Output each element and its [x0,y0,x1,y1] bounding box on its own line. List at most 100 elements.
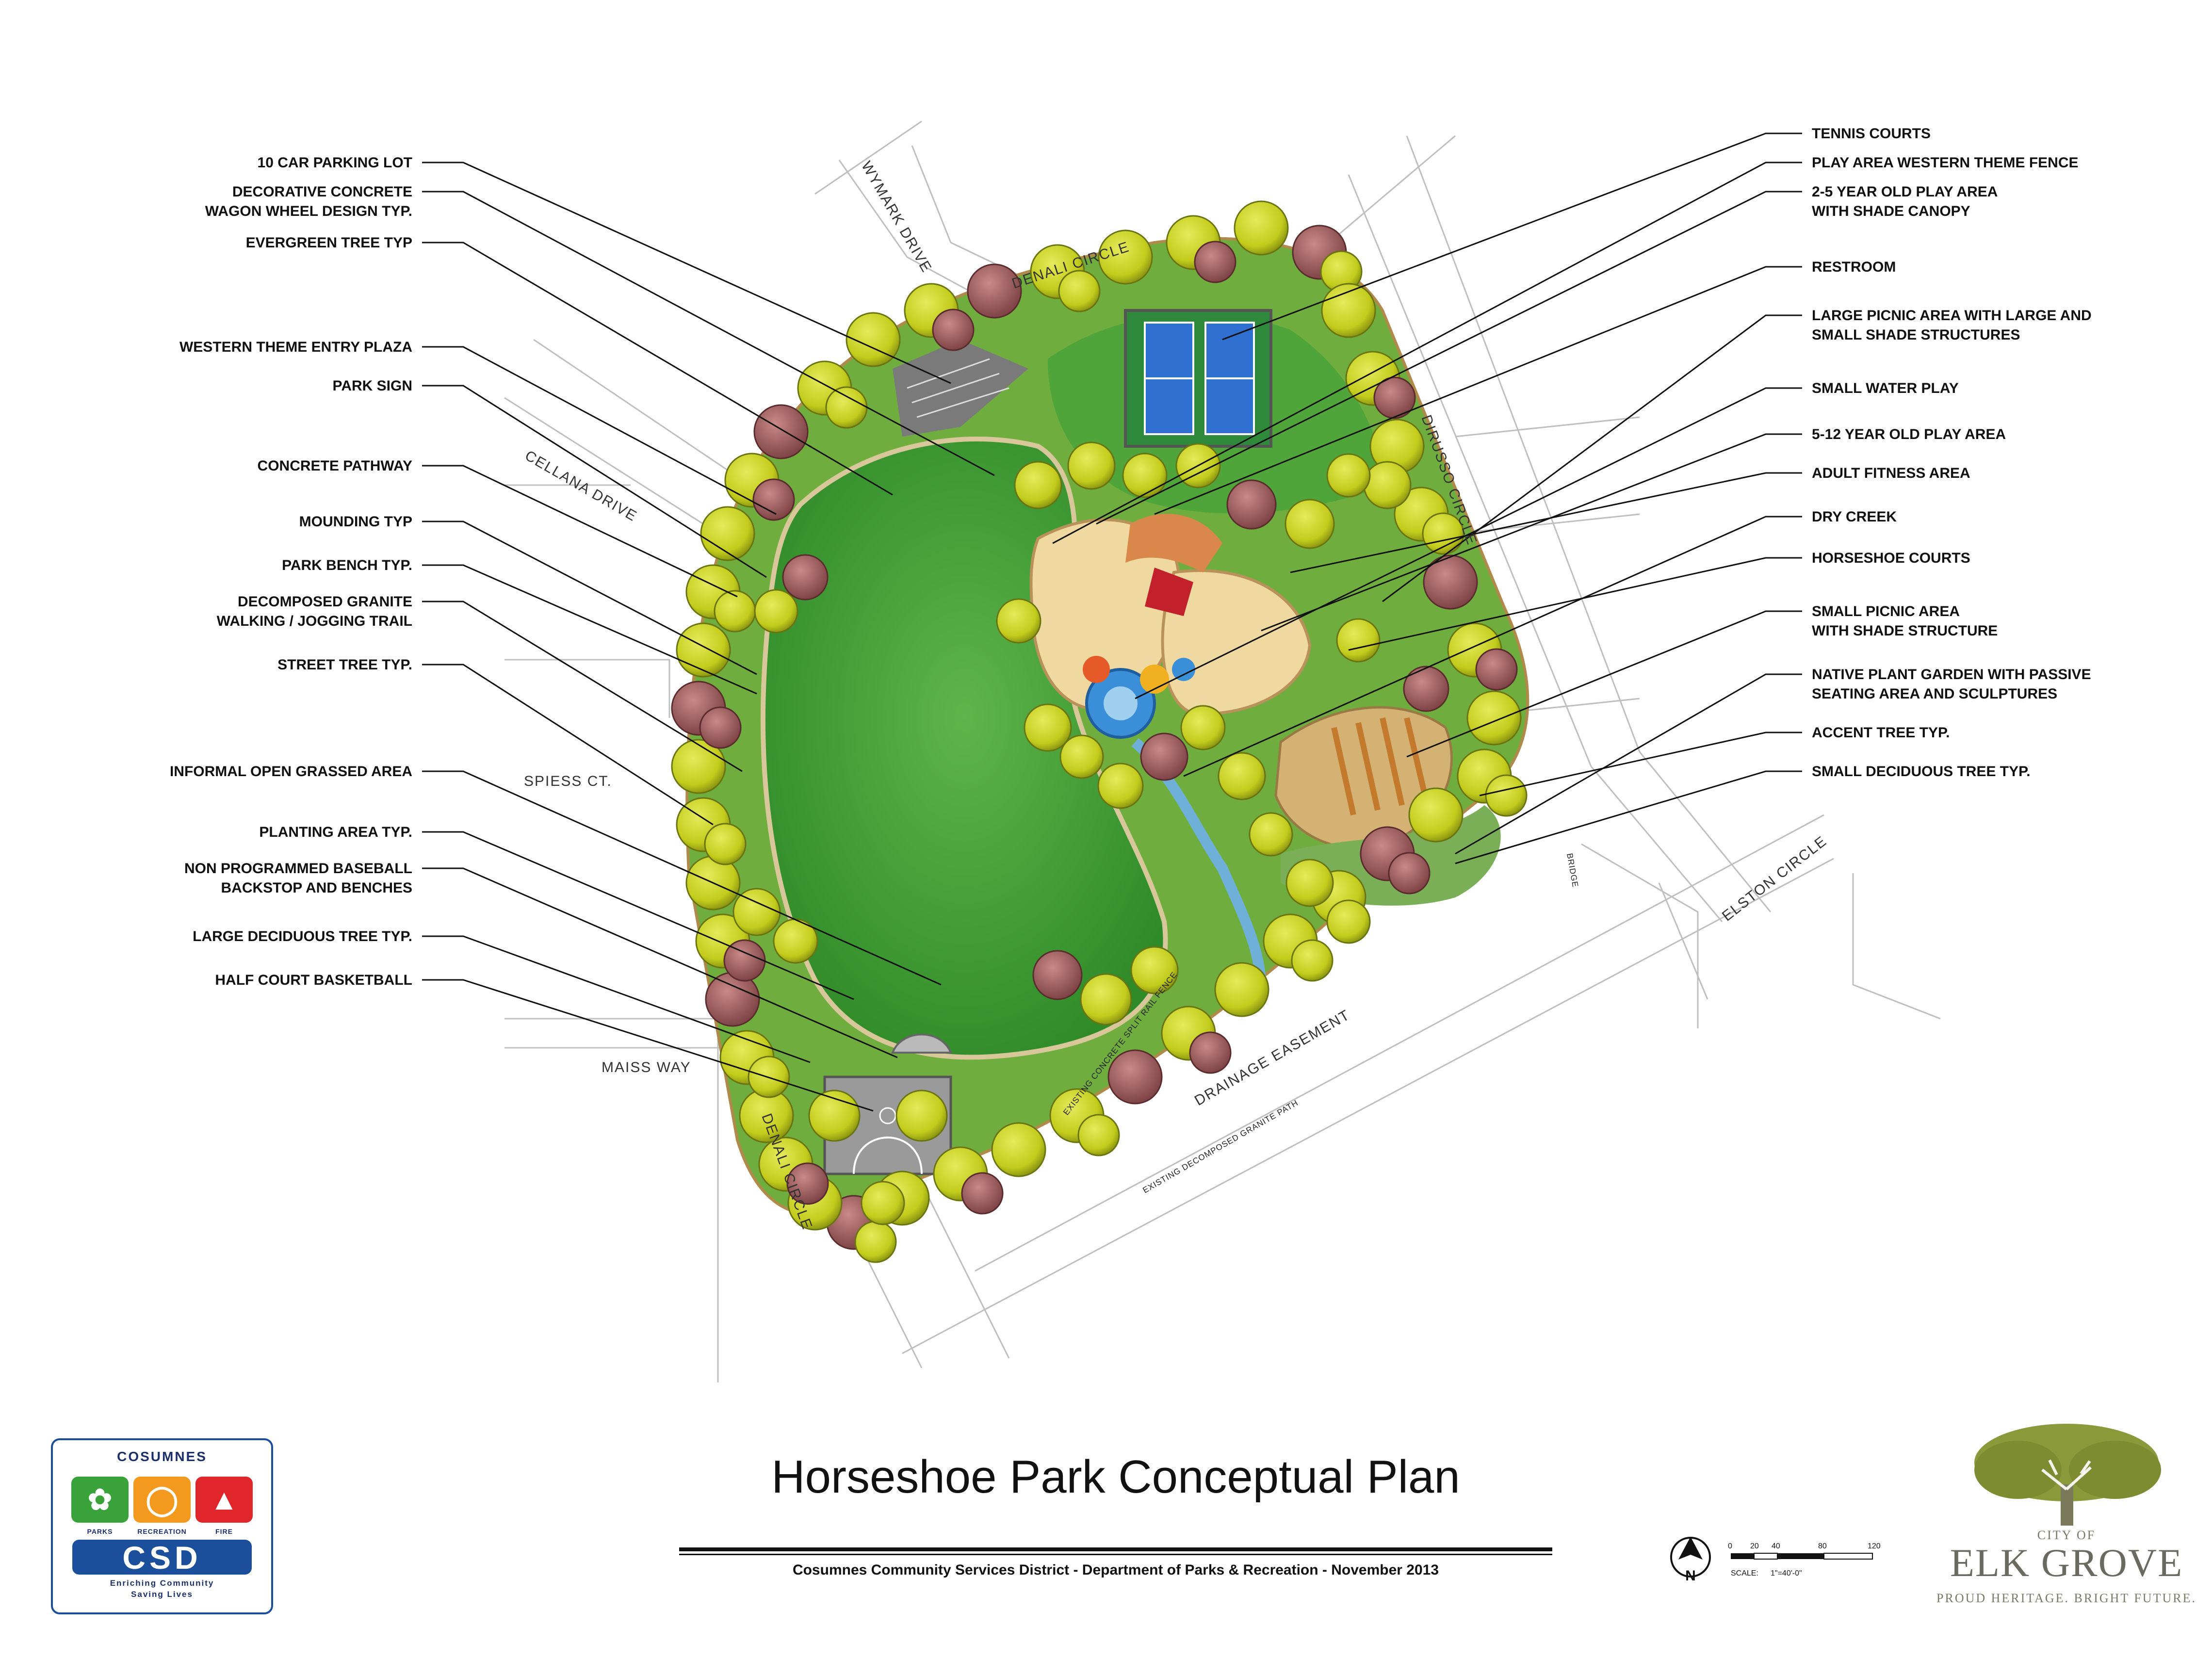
deciduous-tree [1326,453,1371,498]
scale-tick-20: 20 [1750,1542,1759,1550]
left-callout-6-line-0: MOUNDING TYP [299,514,412,530]
deciduous-tree [1336,618,1381,663]
right-callout-1-line-0: PLAY AREA WESTERN THEME FENCE [1812,155,2079,171]
elk-grove-name: ELK GROVE [1950,1541,2183,1585]
accent-tree [1373,376,1416,419]
deciduous-tree [1214,962,1269,1017]
left-callout-5-line-0: CONCRETE PATHWAY [258,458,412,474]
deciduous-tree [732,888,781,936]
left-callout-1-line-1: WAGON WHEEL DESIGN TYP. [205,203,412,219]
left-callout-9-line-0: STREET TREE TYP. [277,657,412,673]
deciduous-tree [1363,461,1412,509]
left-leader-line-9 [422,664,714,826]
right-leader-line-6 [1261,433,1802,632]
right-leader-line-5 [1135,387,1802,699]
right-leader-line-7 [1290,472,1802,573]
deciduous-tree [1097,763,1144,809]
left-callout-7-line-0: PARK BENCH TYP. [282,557,412,573]
csd-tagline-2: Saving Lives [131,1590,193,1599]
accent-tree [1140,732,1188,781]
left-leader-line-6 [422,520,757,675]
accent-tree [1403,666,1449,712]
street-maiss-way: MAISS WAY [602,1059,691,1075]
baseball-backstop [891,1033,952,1054]
csd-caption-recreation: RECREATION [137,1528,187,1535]
right-leader-line-11 [1455,673,1802,855]
deciduous-tree [1067,441,1116,490]
deciduous-tree [1234,200,1289,256]
left-leader-line-12 [422,867,898,1058]
scale-tick-0: 0 [1728,1542,1732,1550]
right-callout-10-line-1: WITH SHADE STRUCTURE [1812,623,1998,639]
left-leader-line-7 [422,564,757,695]
right-leader-line-3 [1154,266,1802,515]
elk-grove-city: CITY OF [2037,1528,2096,1542]
csd-logo: COSUMNES ✿ ◯ ▲ PARKS RECREATION FIRE CSD… [51,1438,273,1614]
deciduous-tree [700,506,755,561]
street-wymark-drive: WYMARK DRIVE [858,159,935,276]
accent-tree [753,404,809,459]
deciduous-tree [991,1122,1046,1177]
deciduous-tree [714,590,756,633]
left-leader-line-8 [422,601,743,772]
csd-tagline-1: Enriching Community [110,1578,214,1588]
right-leader-line-1 [1052,162,1802,544]
left-callout-8-line-1: WALKING / JOGGING TRAIL [217,613,412,629]
deciduous-tree [861,1181,905,1225]
left-callout-14-line-0: HALF COURT BASKETBALL [215,972,412,988]
right-callout-5-line-0: SMALL WATER PLAY [1812,380,1959,396]
accent-tree [1423,554,1478,610]
accent-tree [932,309,975,351]
accent-tree [1226,479,1277,530]
right-leader-line-13 [1455,770,1802,864]
right-callout-4-line-1: SMALL SHADE STRUCTURES [1812,327,2020,343]
right-callout-6-line-0: 5-12 YEAR OLD PLAY AREA [1812,426,2006,442]
csd-caption-parks: PARKS [87,1528,113,1535]
left-callout-3-line-0: WESTERN THEME ENTRY PLAZA [179,339,412,355]
page-title: Horseshoe Park Conceptual Plan [771,1451,1460,1503]
deciduous-tree [996,598,1041,644]
deciduous-tree [854,1220,897,1263]
left-leader-line-11 [422,831,854,1000]
csd-brand: COSUMNES [117,1449,207,1464]
left-leader-line-14 [422,979,874,1112]
right-callout-4-line-0: LARGE PICNIC AREA WITH LARGE AND [1812,308,2092,324]
fire-icon: ▲ [195,1477,253,1523]
deciduous-tree [1485,774,1528,817]
play-areas [1029,514,1312,739]
left-callout-4-line-0: PARK SIGN [333,378,412,394]
left-leader-line-13 [422,935,811,1063]
accent-tree [786,1162,829,1205]
accent-tree [705,972,760,1027]
left-callout-11-line-0: PLANTING AREA TYP. [259,824,412,840]
tennis-courts [1124,309,1272,448]
recreation-icon: ◯ [133,1477,191,1523]
left-leader-line-3 [422,346,777,515]
left-leader-line-10 [422,770,942,986]
right-leader-line-8 [1183,516,1802,777]
page-subtitle: Cosumnes Community Services District - D… [792,1562,1439,1578]
left-callout-12-line-0: NON PROGRAMMED BASEBALL [184,861,412,877]
deciduous-tree [1285,859,1334,907]
right-leader-line-10 [1406,610,1802,758]
right-callout-2-line-1: WITH SHADE CANOPY [1812,203,1970,219]
deciduous-tree [1080,973,1132,1025]
left-callout-0-line-0: 10 CAR PARKING LOT [258,155,412,171]
right-leader-line-2 [1096,191,1802,525]
accent-tree [1189,1031,1232,1074]
right-callout-11-line-0: NATIVE PLANT GARDEN WITH PASSIVE [1812,667,2091,683]
left-callout-12-line-1: BACKSTOP AND BENCHES [221,880,413,896]
title-rule-thick [679,1547,1552,1551]
street-spiess-ct: SPIESS CT. [524,773,612,789]
deciduous-tree [1130,946,1179,994]
left-callout-8-line-0: DECOMPOSED GRANITE [238,594,412,610]
tree-groves [671,200,1528,1263]
accent-tree [967,263,1022,319]
right-callout-12-line-0: ACCENT TREE TYP. [1812,725,1950,741]
accent-tree [1194,241,1236,283]
deciduous-tree [1326,899,1371,944]
deciduous-tree [1422,512,1464,555]
left-leader-line-4 [422,385,767,578]
deciduous-tree [1077,1114,1120,1156]
